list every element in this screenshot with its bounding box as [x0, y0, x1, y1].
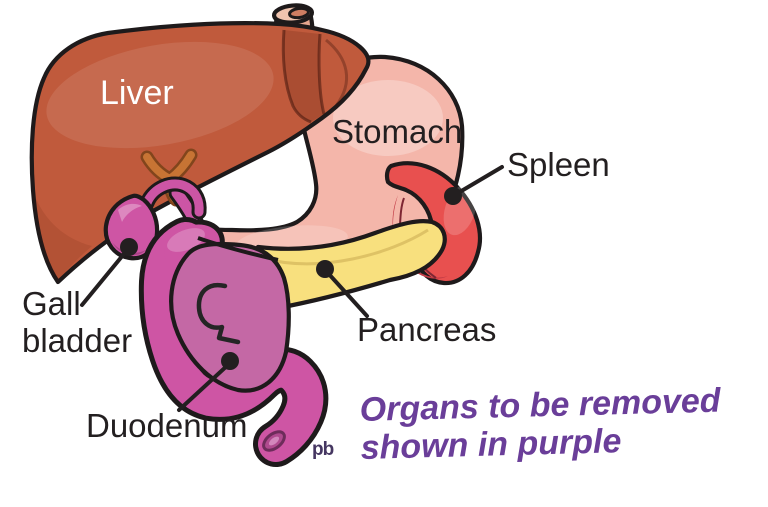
- stomach-label: Stomach: [332, 113, 462, 150]
- caption: Organs to be removed shown in purple: [359, 382, 722, 467]
- pancreas-inner-line: [261, 228, 429, 266]
- spleen-leader-line: [456, 165, 504, 195]
- stomach-highlight: [333, 80, 443, 156]
- leader-lines: [80, 165, 504, 412]
- gallbladder-highlight: [118, 203, 142, 222]
- pancreas-leader-dot: [316, 260, 334, 278]
- esophagus-through-liver-right-line: [317, 33, 326, 115]
- duodenum-fill: [143, 222, 324, 462]
- organ-labels: Liver Stomach Spleen Gall bladder Pancre…: [22, 74, 610, 444]
- pancreas-head: [169, 236, 291, 393]
- liver-lobe-line: [325, 38, 349, 107]
- spleen-leader-dot: [444, 187, 462, 205]
- caption-line2: shown in purple: [360, 422, 622, 467]
- pancreatic-duct-detail: [196, 282, 241, 345]
- duodenum-leader-dot: [221, 352, 239, 370]
- gallbladder-label-line2: bladder: [22, 322, 132, 359]
- cystic-duct-fill: [142, 179, 204, 217]
- gallbladder-leader-line: [80, 247, 130, 307]
- duodenum-label: Duodenum: [86, 407, 247, 444]
- pancreas-leader-line: [325, 270, 369, 318]
- esophagus-through-liver-left-line: [281, 29, 312, 124]
- esophagus-opening: [288, 6, 310, 20]
- liver-label: Liver: [100, 74, 174, 112]
- caption-line1: Organs to be removed: [359, 382, 722, 429]
- artist-signature: pb: [312, 439, 334, 460]
- liver-lower-shade: [33, 190, 92, 282]
- duodenum-bulb-highlight: [167, 228, 205, 252]
- duodenum: [138, 217, 329, 467]
- gallbladder-label-line1: Gall: [22, 285, 81, 322]
- antrum-edge-line: [197, 236, 279, 262]
- esophagus-through-liver: [283, 30, 324, 122]
- gallbladder-leader-dot: [120, 238, 138, 256]
- liver-highlight: [46, 41, 274, 149]
- pancreas-head-shape: [169, 241, 291, 393]
- pancreas-label: Pancreas: [357, 311, 496, 348]
- spleen-label: Spleen: [507, 146, 610, 183]
- duodenum-leader-line: [177, 362, 231, 412]
- cut-opening-inner: [268, 436, 280, 446]
- duodenum-cut-end: [262, 430, 286, 452]
